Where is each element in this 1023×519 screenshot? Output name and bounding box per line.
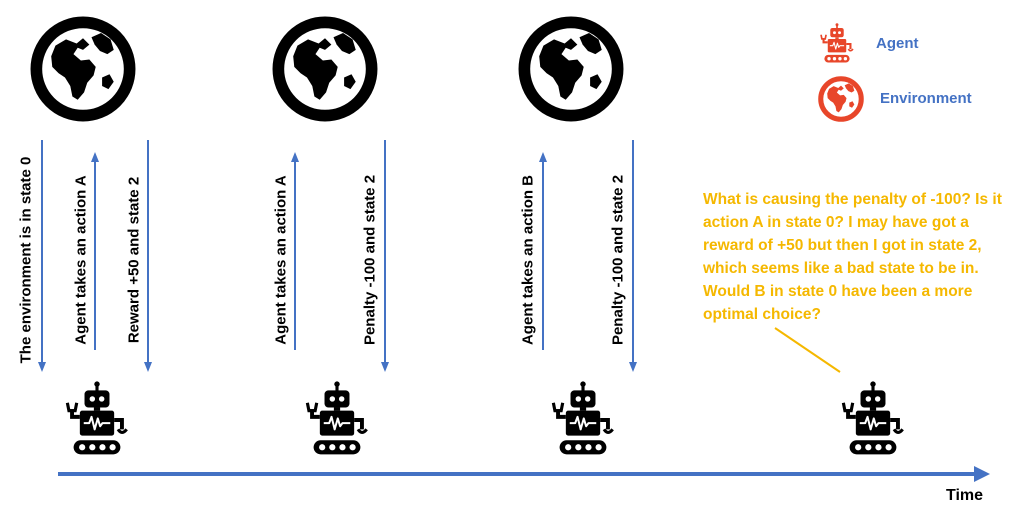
- agent-robot-icon-1: [67, 381, 126, 454]
- agent-robot-icon-4: [843, 381, 902, 454]
- legend-environment-label: Environment: [880, 90, 972, 107]
- legend-agent-robot-icon: [819, 22, 855, 64]
- agent-thought-text: What is causing the penalty of -100? Is …: [703, 191, 1002, 323]
- label-env-state-0: The environment is in state 0: [17, 156, 35, 364]
- arrow-head-penalty-1: [381, 362, 389, 372]
- label-agent-action-a-1: Agent takes an action A: [72, 175, 90, 345]
- arrow-head-reward-50: [144, 362, 152, 372]
- arrow-head-env-state-0: [38, 362, 46, 372]
- label-penalty-1: Penalty -100 and state 2: [361, 174, 379, 346]
- agent-robot-icon-3: [553, 381, 612, 454]
- interaction-arrows: [38, 140, 637, 372]
- arrow-head-agent-action-b: [539, 152, 547, 162]
- legend-environment-globe-icon: [821, 79, 861, 119]
- timeline-arrow-head: [974, 466, 990, 482]
- label-reward-50: Reward +50 and state 2: [125, 176, 143, 344]
- label-agent-action-a-2: Agent takes an action A: [272, 175, 290, 345]
- arrow-head-agent-action-a-2: [291, 152, 299, 162]
- arrow-head-penalty-2: [629, 362, 637, 372]
- thought-pointer-line: [774, 327, 841, 373]
- environment-globe-icon-3: [524, 22, 617, 115]
- arrow-head-agent-action-a-1: [91, 152, 99, 162]
- environment-globe-icon-2: [278, 22, 371, 115]
- timeline-label: Time: [946, 487, 984, 504]
- label-penalty-2: Penalty -100 and state 2: [609, 174, 627, 346]
- legend-agent-label: Agent: [876, 35, 919, 52]
- agent-robot-icon-2: [307, 381, 366, 454]
- label-agent-action-b: Agent takes an action B: [519, 174, 537, 346]
- environment-globe-icon-1: [36, 22, 129, 115]
